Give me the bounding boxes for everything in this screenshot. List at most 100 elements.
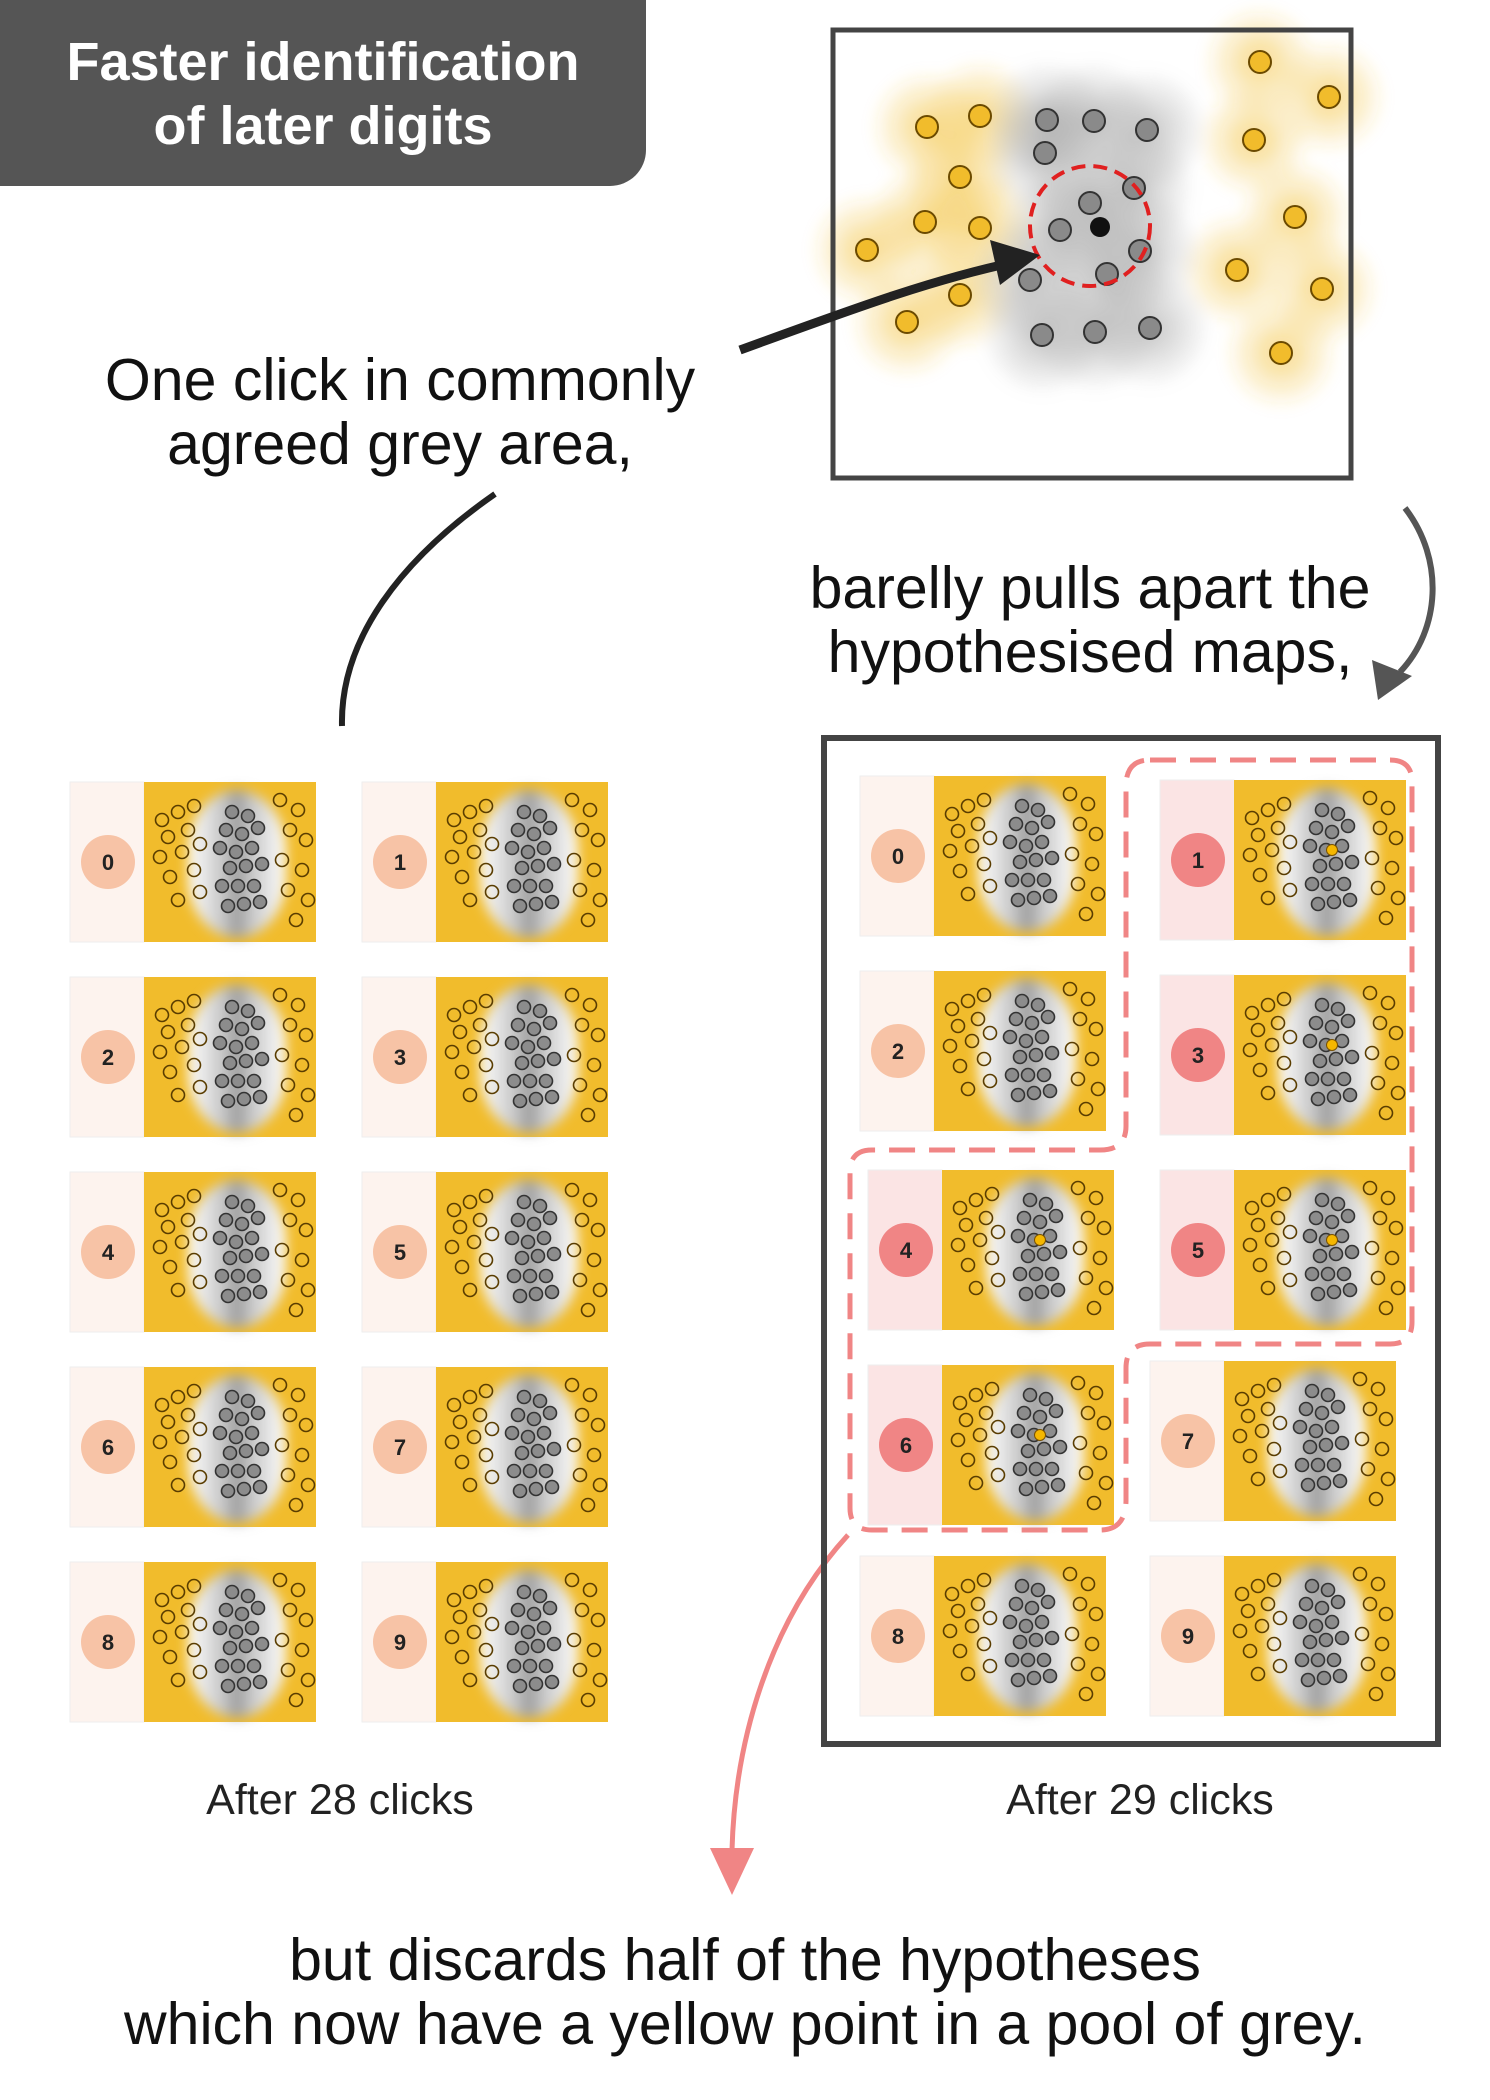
card-grey-point	[1022, 1192, 1038, 1208]
card-grey-point	[542, 1600, 558, 1616]
card-yellow-point	[192, 1079, 208, 1095]
card-grey-point	[532, 1198, 548, 1214]
card-yellow-point	[970, 1596, 986, 1612]
card-yellow-point	[1090, 886, 1106, 902]
pull-caption: barelly pulls apart the hypothesised map…	[740, 556, 1440, 684]
card-yellow-point	[586, 1057, 602, 1073]
card-yellow-point	[300, 1477, 316, 1493]
card-grey-point	[538, 1073, 554, 1089]
yellow-point	[1310, 277, 1334, 301]
card-yellow-point	[1064, 846, 1080, 862]
hypothesis-card-9: 9	[1149, 1555, 1396, 1717]
card-yellow-point	[454, 869, 470, 885]
card-grey-point	[228, 844, 244, 860]
card-grey-point	[542, 1405, 558, 1421]
card-yellow-point	[1232, 1428, 1248, 1444]
card-grey-point	[1018, 1286, 1034, 1302]
card-yellow-point	[1364, 1240, 1380, 1256]
card-grey-point	[516, 1194, 532, 1210]
yellow-point	[915, 115, 939, 139]
card-yellow-point	[582, 1387, 598, 1403]
card-grey-point	[536, 1425, 552, 1441]
card-yellow-point	[280, 1272, 296, 1288]
click-point	[1090, 217, 1110, 237]
card-yellow-point	[964, 1033, 980, 1049]
card-yellow-point	[968, 1280, 984, 1296]
card-grey-point	[1320, 1071, 1336, 1087]
card-digit-badge	[871, 1609, 925, 1663]
card-grey-point	[520, 1429, 536, 1445]
card-yellow-point	[580, 912, 596, 928]
card-grey-point	[522, 1268, 538, 1284]
card-grey-point	[1002, 834, 1018, 850]
card-grey-point	[1052, 1439, 1068, 1455]
card-grey-point	[1020, 1443, 1036, 1459]
card-grey-point	[1010, 1672, 1026, 1688]
card-digit-label: 4	[900, 1238, 913, 1263]
card-grey-point	[1298, 1401, 1314, 1417]
card-grey-point	[520, 1039, 536, 1055]
card-yellow-point	[154, 1007, 170, 1023]
card-grey-point	[1324, 1419, 1340, 1435]
hypothesis-card-4: 4	[867, 1169, 1114, 1331]
card-yellow-point	[1260, 1596, 1276, 1612]
card-grey-point	[546, 1636, 562, 1652]
card-grey-point	[1016, 1405, 1032, 1421]
card-yellow-point	[162, 1064, 178, 1080]
card-grey-point	[1020, 1652, 1036, 1668]
card-yellow-point	[1266, 1377, 1282, 1393]
card-yellow-point	[1080, 991, 1096, 1007]
card-yellow-point	[444, 849, 460, 865]
card-grey-point	[1036, 872, 1052, 888]
card-yellow-point	[586, 862, 602, 878]
card-yellow-in-grey	[1034, 1234, 1046, 1246]
card-yellow-point	[970, 816, 986, 832]
card-yellow-point	[976, 1636, 992, 1652]
card-yellow-point	[1380, 995, 1396, 1011]
card-digit-label: 2	[102, 1045, 114, 1070]
card-yellow-point	[478, 1188, 494, 1204]
card-grey-point	[1034, 1479, 1050, 1495]
card-grey-point	[254, 1051, 270, 1067]
card-yellow-point	[982, 1025, 998, 1041]
card-yellow-point	[1360, 1461, 1376, 1477]
hypothesis-card-0: 0	[69, 781, 316, 943]
card-yellow-point	[1272, 1658, 1288, 1674]
grey-point	[1138, 316, 1162, 340]
card-yellow-point	[1084, 1636, 1100, 1652]
card-yellow-point	[180, 822, 196, 838]
card-grey-point	[1034, 1614, 1050, 1630]
card-grey-point	[514, 1250, 530, 1266]
title-line-2: of later digits	[153, 96, 493, 156]
card-grey-point	[238, 1248, 254, 1264]
card-yellow-point	[1090, 1081, 1106, 1097]
card-yellow-point	[1378, 910, 1394, 926]
card-grey-point	[1330, 1594, 1346, 1610]
card-yellow-point	[960, 886, 976, 902]
card-grey-point	[1010, 1087, 1026, 1103]
card-yellow-point	[1242, 1643, 1258, 1659]
card-digit-label: 8	[892, 1624, 904, 1649]
card-grey-point	[1330, 806, 1346, 822]
card-grey-point	[1048, 1208, 1064, 1224]
card-yellow-point	[952, 1643, 968, 1659]
card-yellow-point	[152, 849, 168, 865]
card-grey-point	[1028, 852, 1044, 868]
card-yellow-point	[1242, 1042, 1258, 1058]
card-yellow-point	[592, 1282, 608, 1298]
card-digit-badge	[373, 1030, 427, 1084]
grey-point	[1135, 118, 1159, 142]
card-yellow-point	[170, 1672, 186, 1688]
card-grey-point	[1336, 876, 1352, 892]
card-digit-badge	[81, 1615, 135, 1669]
card-yellow-point	[462, 804, 478, 820]
card-digit-badge	[81, 1030, 135, 1084]
card-yellow-point	[274, 852, 290, 868]
card-yellow-point	[564, 1572, 580, 1588]
card-grey-point	[1330, 1001, 1346, 1017]
card-grey-point	[220, 898, 236, 914]
card-yellow-point	[180, 1602, 196, 1618]
card-yellow-point	[1362, 1401, 1378, 1417]
card-yellow-point	[978, 1210, 994, 1226]
card-digit-badge	[373, 1420, 427, 1474]
